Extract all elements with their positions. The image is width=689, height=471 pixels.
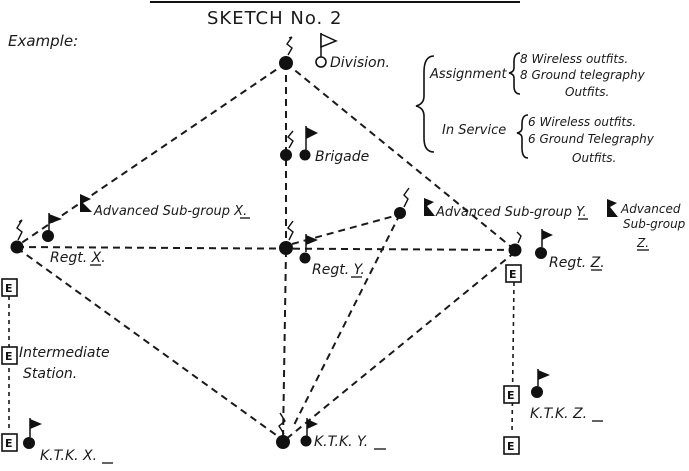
line-regt-x-ktk-y — [16, 247, 284, 441]
e-station-x-intermediate: E — [1, 346, 18, 365]
adv-y-label: Advanced Sub-group Y. — [435, 205, 587, 220]
regt-x-node: Regt. X. — [10, 219, 106, 266]
regt-y-radio-dot — [279, 241, 293, 255]
regt-z-hq-dot — [535, 247, 547, 259]
ktk-y-flag-icon — [307, 419, 318, 429]
regt-z-flag-icon — [542, 230, 553, 240]
brigade-radio-dot — [280, 149, 292, 161]
adv-z-marker-icon — [607, 199, 618, 217]
brigade-flag-icon — [306, 127, 318, 139]
e-box — [1, 346, 18, 365]
e-station-x-bottom: E — [1, 433, 18, 452]
assignment-line-3: Outfits. — [565, 85, 609, 99]
division-flag-icon — [320, 32, 338, 49]
regt-z-antenna-icon — [516, 231, 522, 244]
regt-z-radio-dot — [508, 243, 522, 257]
assignment-label: Assignment — [429, 67, 507, 82]
adv-y-antenna-icon — [403, 187, 410, 208]
ktk-y-radio-dot — [276, 435, 290, 449]
example-label: Example: — [8, 32, 78, 50]
division-station-dot — [279, 56, 293, 70]
e-label: E — [507, 440, 515, 453]
assignment-line-1: 8 Wireless outfits. — [520, 52, 628, 66]
regt-x-radio-dot — [10, 240, 24, 254]
brigade-hq-dot — [299, 149, 311, 161]
brigade-node: Brigade — [280, 126, 369, 165]
regt-y-antenna-icon — [287, 220, 294, 241]
line-division-regt-x — [16, 62, 287, 247]
regt-y-node: Regt. Y. — [279, 220, 365, 278]
adv-y-dot — [394, 207, 406, 219]
ktk-y-hq-dot — [300, 435, 312, 447]
e-label: E — [509, 268, 517, 281]
adv-subgroup-y-node: Advanced Sub-group Y. — [394, 187, 588, 220]
regt-z-node: Regt. Z. — [508, 229, 605, 271]
e-station-x-top: E — [1, 278, 18, 297]
ktk-y-antenna-icon — [278, 412, 286, 435]
adv-x-dot — [42, 230, 54, 242]
adv-subgroup-x-node: Advanced Sub-group X. — [42, 194, 250, 242]
e-box — [1, 433, 18, 452]
e-label: E — [5, 350, 13, 363]
line-division-regt-z — [285, 62, 516, 251]
regt-y-flag-icon — [306, 235, 318, 245]
adv-x-marker-icon — [80, 194, 92, 212]
adv-z-label-3: Z. — [636, 236, 649, 250]
adv-z-label-2: Sub-group — [623, 217, 686, 231]
ktk-z-flag-icon — [538, 370, 550, 380]
e-station-z-bottom: E — [503, 436, 520, 455]
in-service-label: In Service — [442, 123, 506, 138]
adv-subgroup-z-node: Advanced Sub-group Z. — [607, 199, 686, 251]
intermediate-label-2: Station. — [23, 366, 77, 382]
adv-z-label-1: Advanced — [620, 202, 681, 216]
adv-y-marker-icon — [424, 198, 435, 216]
ktk-z-label: K.T.K. Z. — [530, 406, 587, 422]
line-adv-y-ktk-y — [293, 213, 401, 426]
ktk-y-node: K.T.K. Y. — [276, 412, 386, 450]
line-regt-z-ktk-z — [511, 281, 515, 433]
ktk-x-dot — [23, 437, 35, 449]
e-box — [503, 385, 520, 404]
assignment-legend: Assignment 8 Wireless outfits. 8 Ground … — [415, 52, 655, 165]
ktk-x-flag-icon — [30, 419, 42, 429]
division-node: Division. — [279, 32, 390, 71]
e-label: E — [5, 282, 13, 295]
outer-brace-icon — [415, 55, 435, 153]
e-station-z-middle: E — [503, 385, 520, 404]
in-service-line-2: 6 Ground Telegraphy — [528, 132, 655, 146]
intermediate-label-1: Intermediate — [19, 345, 110, 361]
division-hq-circle — [315, 56, 327, 68]
e-box — [505, 264, 522, 283]
ktk-y-label: K.T.K. Y. — [314, 434, 368, 450]
line-regt-y-ktk-y — [282, 249, 287, 441]
e-box — [1, 278, 18, 297]
regt-y-label: Regt. Y. — [312, 262, 365, 278]
e-box — [503, 436, 520, 455]
division-antenna-icon — [286, 36, 293, 56]
in-service-line-1: 6 Wireless outfits. — [528, 115, 636, 129]
e-label: E — [507, 389, 515, 402]
ktk-z-node: K.T.K. Z. — [530, 369, 603, 422]
brigade-antenna-icon — [287, 130, 294, 149]
ktk-x-label: K.T.K. X. — [40, 448, 97, 464]
regt-z-label: Regt. Z. — [549, 255, 605, 271]
regt-x-antenna-icon — [16, 219, 23, 241]
assignment-brace-icon — [508, 52, 521, 95]
e-label: E — [5, 437, 13, 450]
ktk-x-node: K.T.K. X. — [23, 418, 113, 464]
regt-x-label: Regt. X. — [50, 250, 106, 266]
adv-x-flag-icon — [49, 214, 62, 224]
in-service-brace-icon — [516, 114, 529, 159]
ktk-z-dot — [531, 386, 543, 398]
line-regt-z-ktk-y — [284, 251, 516, 441]
brigade-label: Brigade — [315, 149, 369, 165]
division-label: Division. — [330, 55, 390, 71]
adv-x-label: Advanced Sub-group X. — [93, 204, 247, 219]
regt-y-hq-dot — [299, 252, 311, 264]
in-service-line-3: Outfits. — [572, 151, 616, 165]
sketch-title: SKETCH No. 2 — [207, 8, 342, 29]
assignment-line-2: 8 Ground telegraphy — [520, 68, 646, 82]
e-station-z-top: E — [505, 264, 522, 283]
